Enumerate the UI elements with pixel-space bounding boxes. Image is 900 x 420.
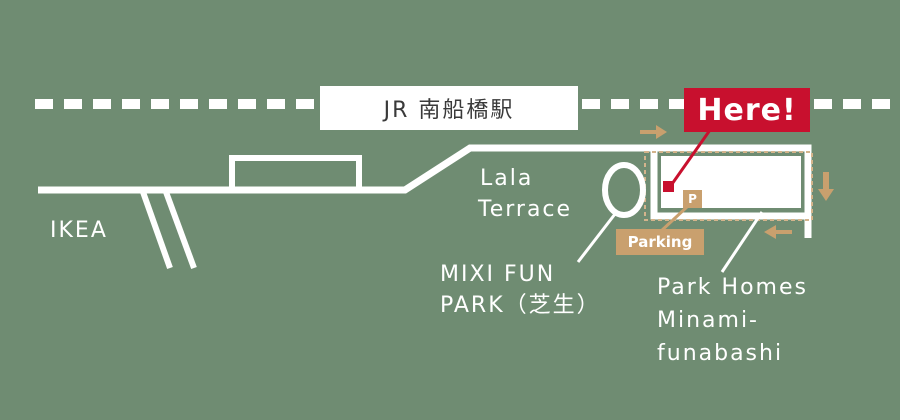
main-road xyxy=(38,144,812,238)
station-label: JR 南船橋駅 xyxy=(320,86,578,130)
mixi-fun-park-area xyxy=(602,162,646,218)
road-building xyxy=(229,155,362,190)
park-homes-label-line1: Park Homes xyxy=(657,275,808,300)
mixi-fun-park-label-line2: PARK（芝生） xyxy=(440,293,601,318)
arrow-left-icon xyxy=(764,225,792,239)
ikea-road-1 xyxy=(140,190,173,270)
park-homes-outline xyxy=(650,148,808,220)
parking-label: Parking xyxy=(616,229,704,255)
here-location-dot xyxy=(663,181,674,192)
park-homes-leader-line xyxy=(720,211,764,273)
park-homes-label-line2: Minami- xyxy=(657,308,759,333)
here-marker: Here! xyxy=(684,88,810,132)
lala-terrace-label-line1: Lala xyxy=(480,166,534,191)
parking-badge: P xyxy=(683,190,702,208)
ikea-label: IKEA xyxy=(50,218,108,243)
mixi-fun-park-label-line1: MIXI FUN xyxy=(440,262,556,287)
here-leader-line xyxy=(670,129,712,185)
park-homes-building xyxy=(661,156,801,208)
arrow-down-icon xyxy=(818,172,834,201)
parking-leader-line xyxy=(658,204,690,234)
ikea-road-2 xyxy=(163,190,197,270)
lala-terrace-label-line2: Terrace xyxy=(478,197,573,222)
mixi-leader-line xyxy=(576,213,617,263)
arrow-right-icon xyxy=(640,125,667,139)
park-homes-label-line3: funabashi xyxy=(657,341,784,366)
